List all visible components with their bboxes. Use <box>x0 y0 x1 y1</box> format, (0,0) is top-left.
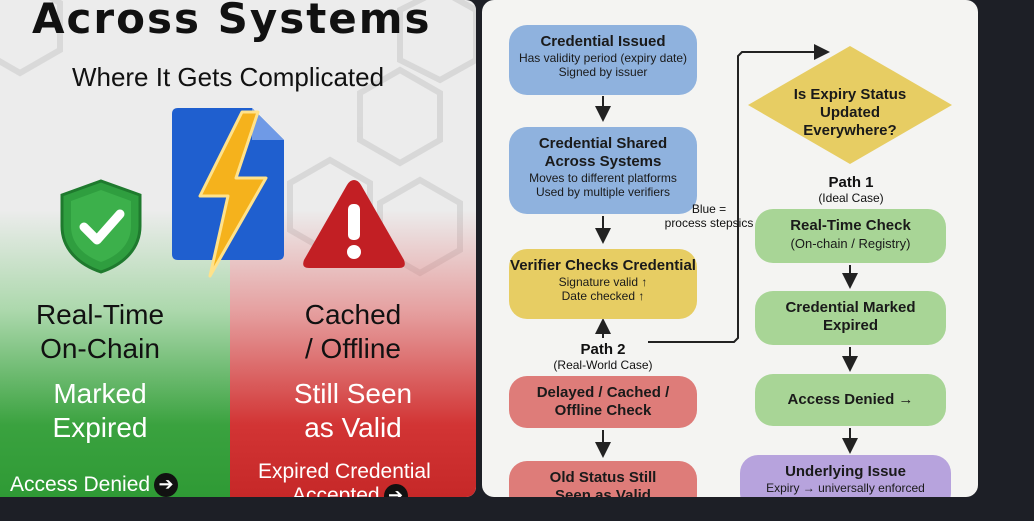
arrow-right-icon: ➔ <box>383 484 408 497</box>
underlying-issue-step: Underlying Issue Expiry → universally en… <box>740 455 951 497</box>
expiry-decision-diamond <box>748 46 952 164</box>
flow-connectors <box>595 44 858 458</box>
green-label: Real-Time On-Chain <box>35 299 165 364</box>
left-infographic-panel: Across Systems Where It Gets Complicated… <box>0 0 476 497</box>
expired-accepted-note: Expired Credential Accepted➔ <box>258 460 431 497</box>
arrow-right-icon: ➔ <box>154 473 179 497</box>
access-denied-step: Access Denied → <box>755 374 946 426</box>
path-2-label: Path 2 (Real-World Case) <box>553 341 653 372</box>
credential-marked-step: Credential Marked Expired <box>755 291 946 345</box>
path-1-label: Path 1 (Ideal Case) <box>818 174 884 205</box>
credential-issued-step: Credential Issued Has validity period (e… <box>509 25 697 95</box>
bottom-bar <box>0 497 1034 521</box>
realtime-check-step: Real-Time Check (On-chain / Registry) <box>755 209 946 263</box>
old-status-step: Old Status Still Seen as Valid <box>509 461 697 497</box>
delayed-check-step: Delayed / Cached / Offline Check <box>509 376 697 428</box>
page-title: Across Systems <box>32 0 432 43</box>
credential-shared-step: Credential Shared Across Systems Moves t… <box>509 127 697 214</box>
green-status: Marked Expired <box>52 378 148 443</box>
verifier-check-step: Verifier Checks Credential Signature val… <box>509 249 697 319</box>
warning-triangle-icon <box>303 180 405 268</box>
document-lightning-icon <box>172 108 284 278</box>
red-label: Cached / Offline <box>304 299 402 364</box>
flowchart-panel: Credential Issued Has validity period (e… <box>482 0 978 497</box>
decision-question: Is Expiry Status Updated Everywhere? <box>793 86 907 139</box>
red-status: Still Seen as Valid <box>293 378 413 443</box>
color-legend: Blue = process stepsics <box>664 202 754 230</box>
page-subtitle: Where It Gets Complicated <box>71 62 385 92</box>
shield-check-icon <box>60 179 142 274</box>
access-denied-note: Access Denied➔ <box>10 473 179 497</box>
